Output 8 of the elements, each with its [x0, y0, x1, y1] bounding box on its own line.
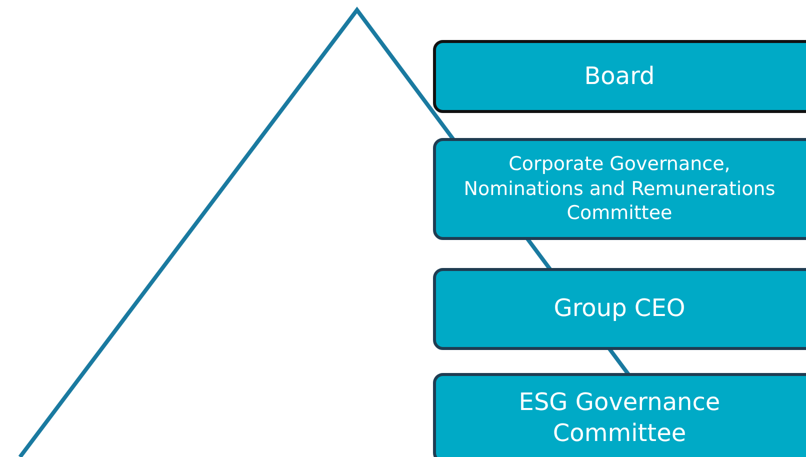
box-label: ESG Governance Committee: [518, 386, 722, 449]
box-label: Group CEO: [554, 293, 686, 324]
process-box: [433, 268, 806, 350]
process-box: [433, 138, 806, 240]
box-label: Corporate Governance, Nominations and Remunerations Committee: [462, 152, 776, 226]
process-box: [433, 373, 806, 457]
process-box: [433, 40, 806, 113]
box-label: Board: [584, 60, 655, 92]
